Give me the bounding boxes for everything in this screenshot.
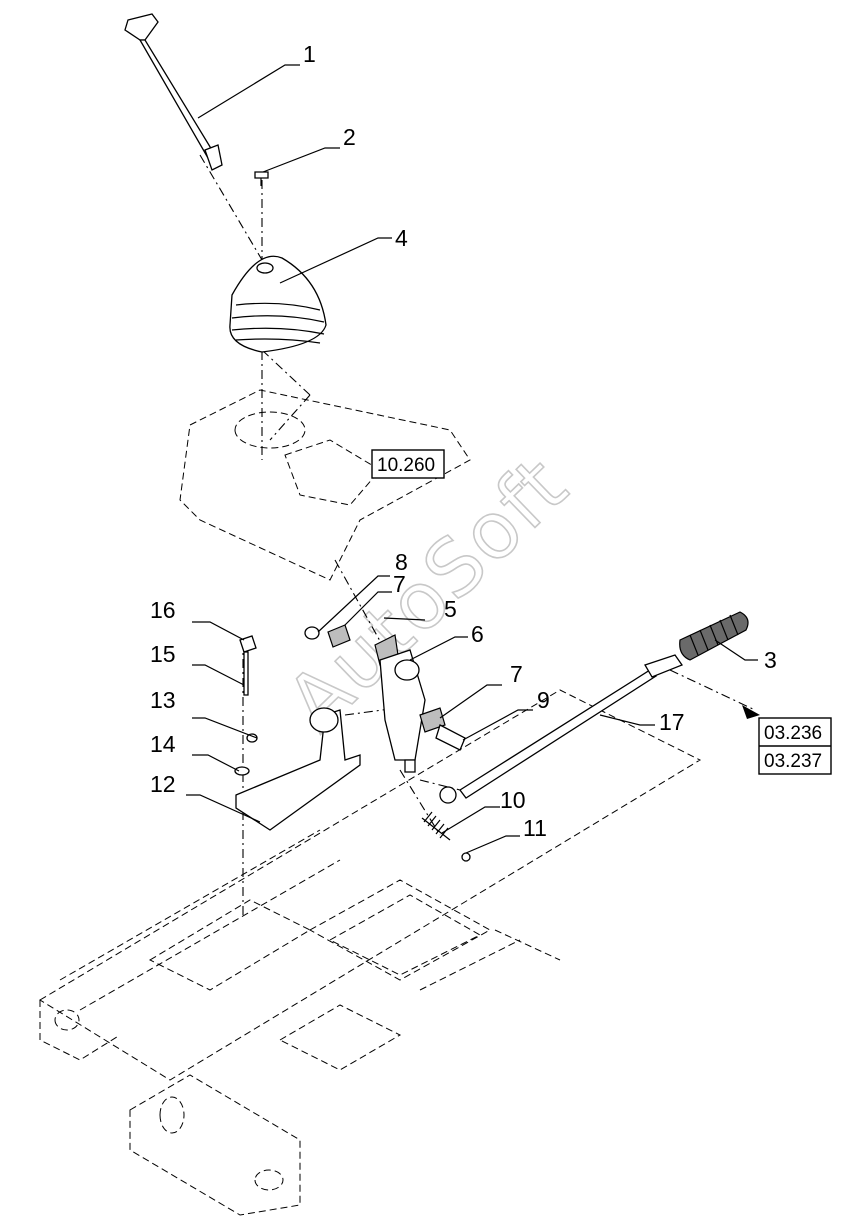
callout-15: 15 xyxy=(150,641,176,667)
callout-1: 1 xyxy=(303,41,316,67)
linkage-assembly xyxy=(304,624,466,773)
grip-knob xyxy=(679,611,749,661)
pin xyxy=(254,171,269,186)
callout-5: 5 xyxy=(444,596,457,622)
console-cover xyxy=(179,389,471,581)
chassis-frame xyxy=(39,689,702,1216)
callout-8: 8 xyxy=(395,549,408,575)
callout-14: 14 xyxy=(150,731,176,757)
gear-lever xyxy=(124,13,223,171)
lever-boot xyxy=(229,255,327,353)
callout-7-upper: 7 xyxy=(393,571,406,597)
spring-and-ball xyxy=(421,811,471,862)
callout-6: 6 xyxy=(471,621,484,647)
callout-12: 12 xyxy=(150,771,176,797)
callout-labels: 1 2 3 4 5 6 7 7 8 9 10 11 12 13 14 15 16… xyxy=(150,41,777,841)
ref-box-rod: 03.236 03.237 xyxy=(758,717,832,775)
ref-box-cover: 10.260 xyxy=(371,449,445,479)
ref-cover-label: 10.260 xyxy=(377,455,435,476)
callout-10: 10 xyxy=(500,787,526,813)
callout-3: 3 xyxy=(764,647,777,673)
callout-9: 9 xyxy=(537,687,550,713)
arrow-head xyxy=(742,705,760,719)
callout-2: 2 xyxy=(343,124,356,150)
callout-11: 11 xyxy=(523,815,547,841)
control-rod xyxy=(439,654,684,804)
ref-rod-label-1: 03.236 xyxy=(764,723,822,744)
ref-rod-label-2: 03.237 xyxy=(764,751,822,772)
callout-13: 13 xyxy=(150,687,176,713)
callout-16: 16 xyxy=(150,597,176,623)
callout-4: 4 xyxy=(395,225,408,251)
callout-7-lower: 7 xyxy=(510,661,523,687)
callout-leaders xyxy=(186,64,760,854)
callout-17: 17 xyxy=(659,709,685,735)
